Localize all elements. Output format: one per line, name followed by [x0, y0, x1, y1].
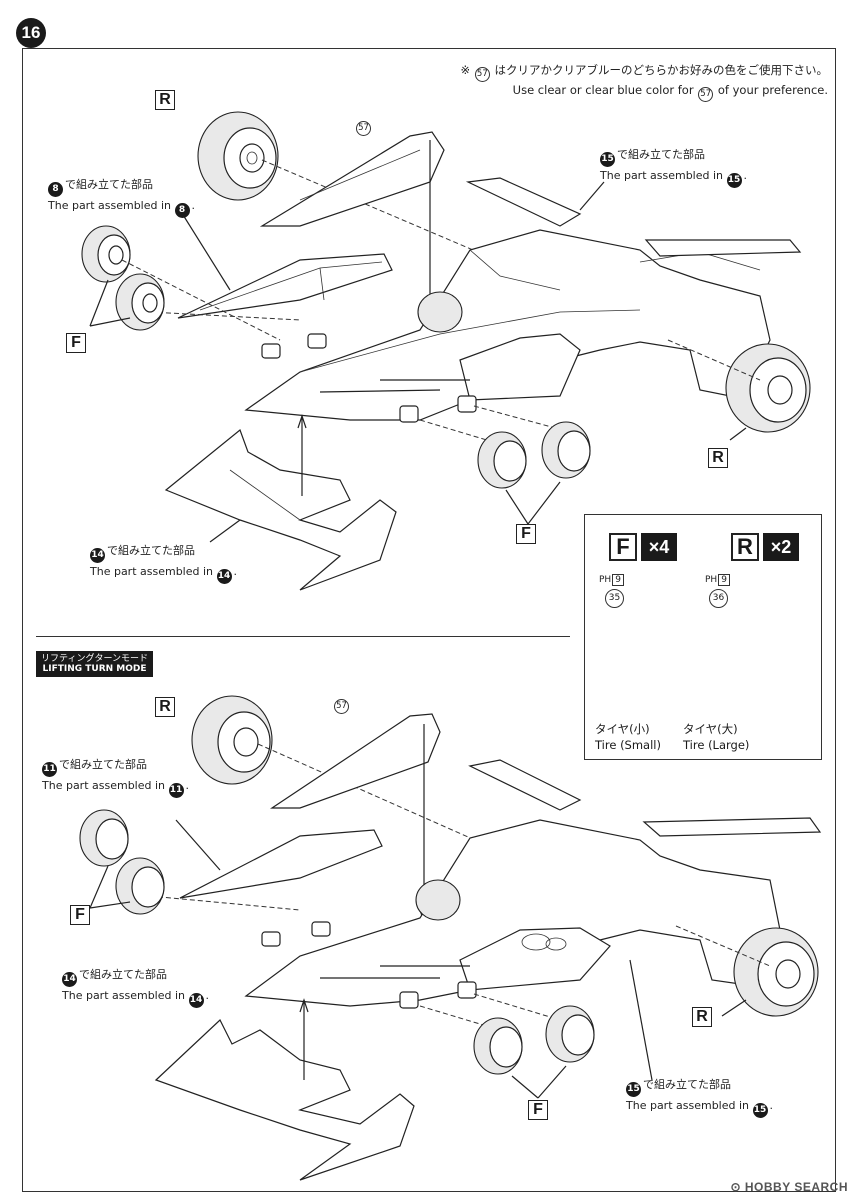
inset-front-label: タイヤ(小) Tire (Small) — [595, 721, 661, 753]
bottom-lower-wing — [154, 1019, 415, 1181]
inset-front-en: Tire (Small) — [595, 738, 661, 752]
callout-14-jp: で組み立てた部品 — [107, 544, 195, 557]
top-label-f-left: F — [66, 333, 86, 353]
part-57-ref: 57 — [474, 67, 490, 82]
part-57-ref-en: 57 — [698, 87, 714, 102]
callout-15-num: 15 — [600, 152, 615, 167]
callout-11-num: 11 — [42, 762, 57, 777]
top-label-f-bottom: F — [516, 524, 536, 544]
note-en-after: of your preference. — [717, 83, 828, 97]
callout-15-jp: で組み立てた部品 — [617, 148, 705, 161]
mode-en: LIFTING TURN MODE — [42, 664, 147, 674]
callout-15b-jp: で組み立てた部品 — [643, 1078, 731, 1091]
top-canopy — [259, 131, 445, 227]
bottom-rear-tire-upper — [191, 695, 273, 785]
callout-14-en: The part assembled in — [90, 565, 214, 578]
bottom-bottom-tires — [473, 1005, 595, 1075]
callout-14-en-num: 14 — [216, 569, 232, 584]
bottom-upper-cowl — [179, 829, 383, 899]
callout-15b-num: 15 — [626, 1082, 641, 1097]
callout-14b-en-num: 14 — [188, 993, 204, 1008]
color-note-en: Use clear or clear blue color for 57 of … — [461, 82, 828, 102]
top-part-57-num: 57 — [356, 121, 371, 136]
callout-15b-en: The part assembled in — [626, 1099, 750, 1112]
mode-jp: リフティングターンモード — [41, 654, 149, 664]
inset-rear-label: タイヤ(大) Tire (Large) — [683, 721, 749, 753]
bottom-part-57-num: 57 — [334, 699, 349, 714]
inset-front-letter: F — [609, 533, 637, 561]
instruction-frame — [22, 48, 836, 1192]
bottom-assembly — [79, 695, 822, 1181]
top-rear-tire-upper — [197, 111, 279, 201]
callout-14b-jp: で組み立てた部品 — [79, 968, 167, 981]
inset-front-sprue-letter: PH — [599, 575, 612, 585]
callout-11-jp: で組み立てた部品 — [59, 758, 147, 771]
note-prefix: ※ — [460, 63, 471, 77]
callout-15-en-num: 15 — [726, 173, 742, 188]
note-jp-text: はクリアかクリアブルーのどちらかお好みの色をご使用下さい。 — [494, 63, 829, 77]
top-upper-cowl — [177, 253, 393, 319]
callout-14-num: 14 — [90, 548, 105, 563]
inset-rear-sprue-num: 9 — [718, 574, 730, 586]
color-note-jp: ※ 57 はクリアかクリアブルーのどちらかお好みの色をご使用下さい。 — [461, 62, 828, 82]
watermark: ⊙ HOBBY SEARCH — [730, 1180, 848, 1194]
bottom-label-f-bottom: F — [528, 1100, 548, 1120]
top-bottom-tires — [477, 421, 591, 489]
hobby-search-logo-icon: ⊙ — [730, 1180, 745, 1194]
top-lower-wing — [164, 429, 397, 591]
inset-rear-letter: R — [731, 533, 759, 561]
callout-15b-en-num: 15 — [752, 1103, 768, 1118]
bottom-label-f-left: F — [70, 905, 90, 925]
callout-11-en: The part assembled in — [42, 779, 166, 792]
top-label-r-upper: R — [155, 90, 175, 110]
note-en-before: Use clear or clear blue color for — [512, 83, 694, 97]
top-rear-tire-right — [725, 343, 811, 433]
callout-8-num: 8 — [48, 182, 63, 197]
bottom-front-tires — [79, 809, 165, 915]
top-front-hubs — [261, 333, 477, 423]
callout-8-en: The part assembled in — [48, 199, 172, 212]
bottom-part-57: 57 — [333, 694, 350, 714]
top-label-r-right: R — [708, 448, 728, 468]
top-part-57: 57 — [355, 116, 372, 136]
inset-front-sprue-num: 9 — [612, 574, 624, 586]
top-assembly — [81, 111, 811, 591]
inset-rear-mult: ×2 — [763, 533, 799, 561]
bottom-label-r-upper: R — [155, 697, 175, 717]
inset-front-part: 35 — [605, 589, 624, 608]
inset-rear-sprue-letter: PH — [705, 575, 718, 585]
inset-rear-part: 36 — [709, 589, 728, 608]
color-note: ※ 57 はクリアかクリアブルーのどちらかお好みの色をご使用下さい。 Use c… — [461, 62, 828, 102]
bottom-canopy — [270, 713, 441, 809]
bottom-label-r-right: R — [692, 1007, 712, 1027]
section-divider — [36, 636, 570, 637]
bottom-rear-tire-right — [733, 927, 819, 1017]
lifting-turn-mode-tag: リフティングターンモード LIFTING TURN MODE — [36, 651, 154, 677]
callout-8-jp: で組み立てた部品 — [65, 178, 153, 191]
callout-14b-en: The part assembled in — [62, 989, 186, 1002]
callout-15-en: The part assembled in — [600, 169, 724, 182]
bottom-front-hubs — [261, 921, 477, 1009]
inset-rear-en: Tire (Large) — [683, 738, 750, 752]
inset-rear-jp: タイヤ(大) — [683, 722, 738, 736]
step-number: 16 — [16, 18, 46, 48]
watermark-text: HOBBY SEARCH — [744, 1180, 848, 1194]
callout-8-en-num: 8 — [174, 203, 190, 218]
callout-11-en-num: 11 — [168, 783, 184, 798]
inset-front-jp: タイヤ(小) — [595, 722, 650, 736]
callout-14b-num: 14 — [62, 972, 77, 987]
top-front-tires — [81, 225, 165, 331]
inset-front-mult: ×4 — [641, 533, 677, 561]
